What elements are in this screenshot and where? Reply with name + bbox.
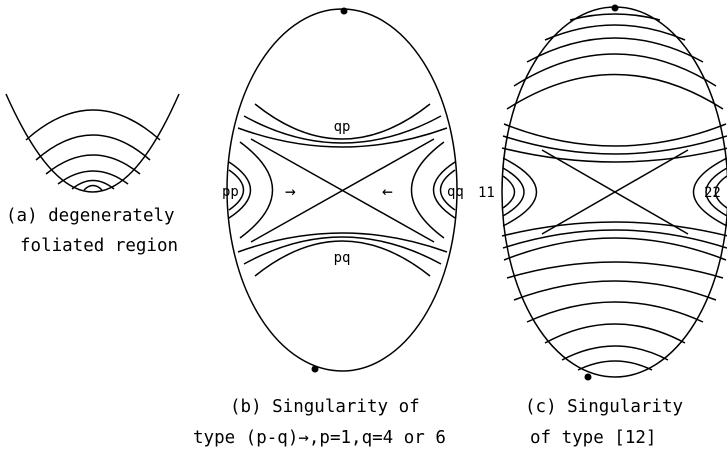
panel-b-caption-line1: (b) Singularity of [230, 397, 420, 417]
panel-c-top-arc-5 [506, 73, 724, 110]
panel-b-leaf-left [239, 141, 274, 239]
panel-c-leaf-top-2 [502, 135, 727, 155]
panel-b-left-arc-1 [228, 161, 252, 219]
panel-a-caption-line1: (a) degenerately [6, 206, 175, 226]
panel-b-right-arc-2 [439, 169, 456, 211]
panel-c-caption-line1: (c) Singularity [525, 397, 684, 417]
panel-c-left-arc-1 [502, 157, 538, 227]
panel-b-label-top: qp [334, 119, 351, 135]
panel-b-right-arc-1 [432, 161, 456, 219]
panel-c-left-arc-3 [502, 175, 516, 209]
panel-c-left-arc-2 [502, 167, 525, 217]
panel-a-caption-line2: foliated region [20, 236, 179, 256]
panel-c-leaf-bottom-2 [502, 229, 727, 249]
panel-c-top-arc-2 [544, 24, 686, 41]
panel-c-bottom-arc-3 [526, 301, 704, 323]
panel-b-leaf-top-2 [243, 115, 442, 144]
panel-c-bottom-arc-5 [561, 345, 669, 361]
panel-c-top-arc-1 [569, 13, 661, 21]
panel-c-top-arc-3 [526, 37, 704, 63]
panel-b-left-arc-2 [228, 169, 245, 211]
panel-c-bottom-arc-6 [577, 360, 653, 371]
panel-a-leaf-3 [45, 154, 141, 175]
panel-c-right-arc-1 [692, 157, 727, 227]
panel-c-bottom-arc-1 [506, 261, 724, 279]
panel-c-leaf-top-3 [501, 147, 727, 163]
panel-a-leaf-6 [83, 184, 103, 191]
panel-b-leaf-top-3 [237, 127, 448, 148]
panel-b-leaf-bottom-3 [237, 232, 448, 253]
panel-a-leaf-2 [35, 134, 151, 161]
panel-c-caption-line2: of type [12] [530, 428, 657, 448]
panel-a-leaf-1 [25, 109, 161, 141]
panel-c-bottom-arc-2 [513, 280, 717, 301]
panel-a-outer-parabola [5, 93, 180, 193]
panel-c-label-right: 22 [704, 185, 721, 201]
panel-b-label-bottom: pq [334, 250, 351, 266]
panel-a-leaf-5 [71, 179, 115, 190]
panel-b-label-left: pp [222, 184, 239, 200]
panel-c-bottom-arc-4 [544, 323, 686, 344]
panel-b-leaf-bottom-1 [254, 240, 431, 277]
panel-c-label-left: 11 [478, 185, 495, 201]
panel-a-leaf-4 [57, 170, 129, 185]
panel-b-arrow-right: → [285, 181, 296, 202]
panel-c-right-arc-2 [705, 167, 727, 217]
panel-c-separatrix-2 [541, 149, 689, 235]
panel-c-bottom-dot [584, 373, 592, 381]
panel-b-bottom-dot [311, 365, 319, 373]
panel-c-right-arc-3 [714, 175, 727, 209]
panel-b-leaf-top-1 [254, 103, 431, 140]
panel-c-top-arc-4 [513, 53, 717, 87]
panel-a-degenerate-region [5, 93, 180, 193]
panel-c-leaf-bottom-3 [503, 237, 727, 261]
panel-b-leaf-bottom-2 [243, 236, 442, 265]
panel-b-caption-line2: type (p-q)→,p=1,q=4 or 6 [193, 428, 446, 448]
panel-c-top-dot [611, 4, 619, 12]
panel-c-leaf-top-1 [503, 123, 727, 147]
panel-b-label-right: qq [447, 184, 464, 200]
panel-b-separatrix-2 [250, 138, 435, 243]
panel-b-top-dot [340, 7, 348, 15]
panel-c-leaf-bottom-1 [501, 221, 727, 237]
panel-c-singularity: 11 22 [478, 4, 727, 381]
panel-b-singularity: qp pq pp qq → ← [222, 7, 464, 373]
panel-b-arrow-left: ← [382, 181, 393, 202]
panel-b-leaf-right [410, 141, 445, 239]
